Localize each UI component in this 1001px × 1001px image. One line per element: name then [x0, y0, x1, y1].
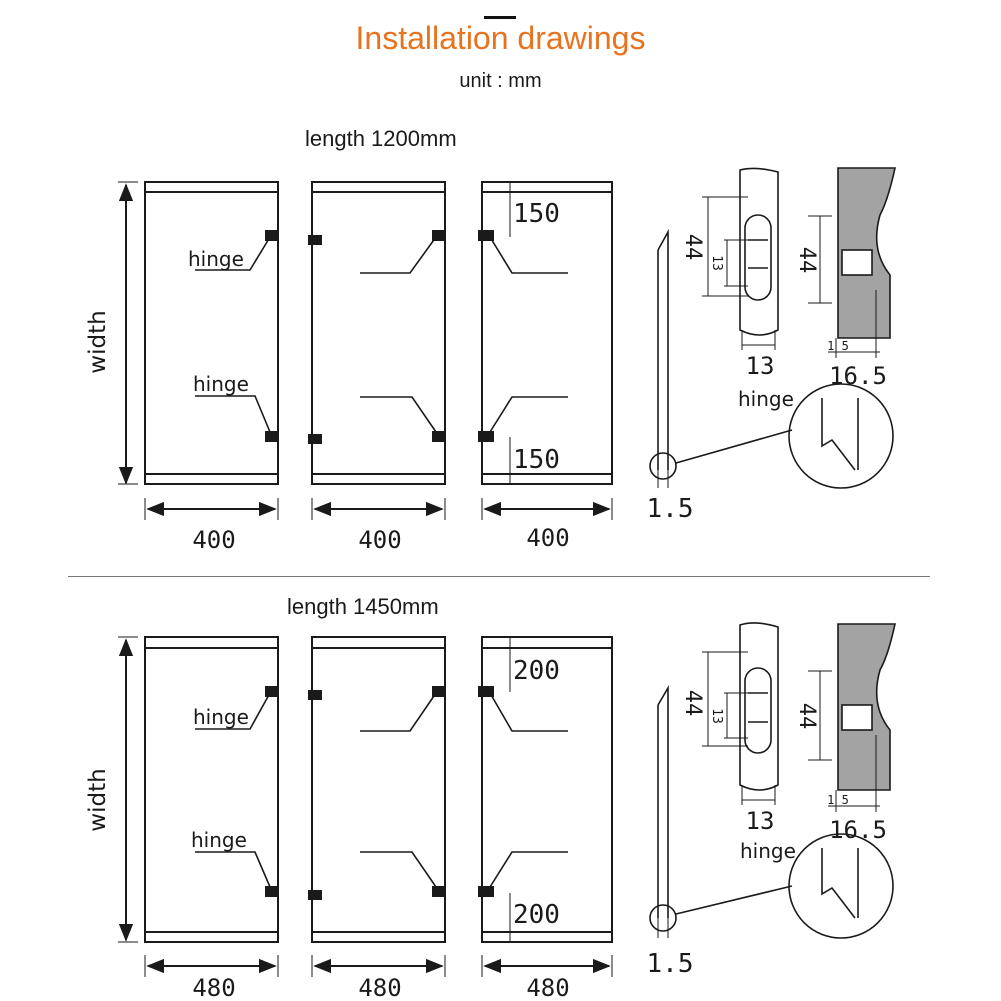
unit-label: unit : mm: [459, 70, 542, 92]
panel-width-2a: 480: [192, 974, 235, 1001]
hinge-marks-2: [265, 686, 494, 900]
panel-2-3: [481, 636, 613, 943]
width-label-1: width: [85, 310, 111, 373]
hinge-marks-1: [265, 230, 494, 444]
slot-dim-44-1: 44: [680, 234, 705, 261]
slot-dim-13-1: 13: [746, 352, 775, 380]
block-dim-165-1: 16.5: [829, 362, 887, 390]
hinge-label-2b: hinge: [191, 828, 247, 852]
glass-profile-1: [649, 228, 894, 489]
profile-block-1: [808, 167, 896, 358]
glass-thickness-1: 1.5: [647, 494, 694, 524]
panel-width-2b: 480: [358, 974, 401, 1001]
page-title: Installation drawings: [355, 20, 646, 56]
panel-width-2c: 480: [526, 974, 569, 1001]
hinge-label-1c: hinge: [738, 387, 794, 411]
block-dim-165-2: 16.5: [829, 816, 887, 844]
section-2-length-label: length 1450mm: [287, 594, 439, 619]
section-divider: [68, 576, 930, 577]
width-label-2: width: [85, 768, 111, 831]
slot-dim-13-2: 13: [746, 807, 775, 835]
hinge-offset-2a: 200: [513, 656, 560, 686]
hinge-label-2c: hinge: [740, 839, 796, 863]
section-1-length-label: length 1200mm: [305, 126, 457, 151]
hinge-label-1a: hinge: [188, 247, 244, 271]
slot-dim-13-small-1: 13: [709, 255, 724, 271]
slot-dim-44-2: 44: [680, 690, 705, 717]
glass-thickness-2: 1.5: [647, 949, 694, 979]
slot-dim-13-small-2: 13: [709, 708, 724, 724]
block-dim-44-2: 44: [794, 703, 819, 730]
panel-1-1: [144, 181, 279, 485]
panel-2-2: [311, 636, 446, 943]
hinge-offset-1a: 150: [513, 199, 560, 229]
panel-width-1b: 400: [358, 526, 401, 554]
hinge-label-1b: hinge: [193, 372, 249, 396]
hinge-offset-2b: 200: [513, 900, 560, 930]
slot-profile-2: [702, 622, 779, 805]
slot-profile-1: [702, 167, 779, 350]
hinge-label-2a: hinge: [193, 705, 249, 729]
panel-1-3: [481, 181, 613, 485]
title-accent-bar: [484, 16, 516, 19]
hinge-offset-1b: 150: [513, 445, 560, 475]
block-dim-15-1: 1 5: [827, 339, 849, 353]
panel-width-1a: 400: [192, 526, 235, 554]
section-2-text: hinge hinge width 480 480 480 200 200 44…: [85, 656, 887, 1001]
section-1-drawing: [118, 167, 896, 520]
section-2-drawing: [118, 622, 896, 977]
glass-profile-2: [649, 685, 894, 939]
block-dim-15-2: 1 5: [827, 793, 849, 807]
panel-1-2: [311, 181, 446, 485]
panel-2-1: [144, 636, 279, 943]
block-dim-44-1: 44: [794, 247, 819, 274]
section-1-text: hinge hinge width 400 400 400 150 150 44…: [85, 199, 887, 554]
profile-block-2: [808, 623, 896, 812]
panel-width-1c: 400: [526, 524, 569, 552]
